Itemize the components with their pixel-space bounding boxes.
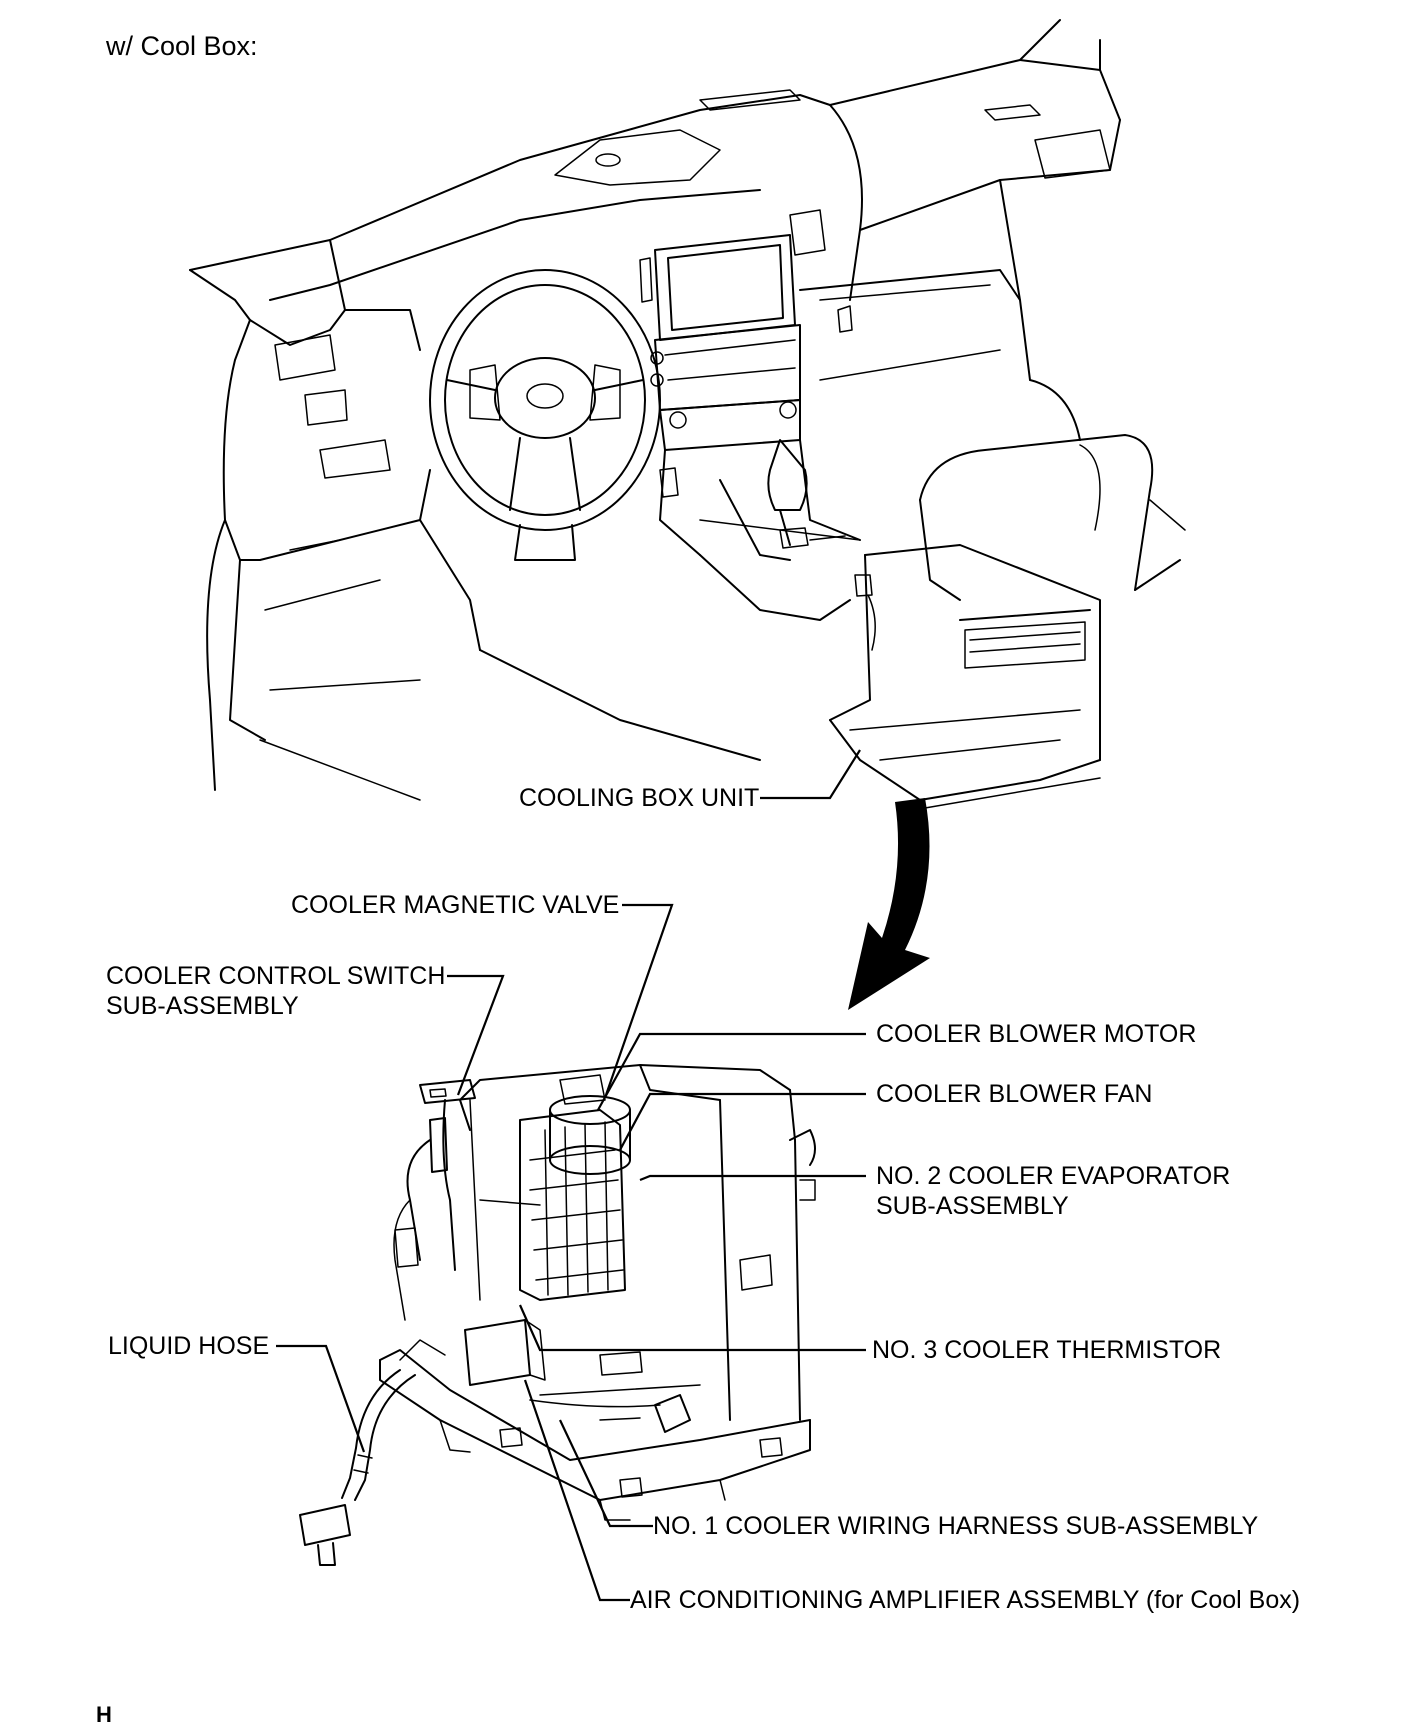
label-no1-wiring-harness: NO. 1 COOLER WIRING HARNESS SUB-ASSEMBLY (653, 1512, 1259, 1540)
leader-cooling-box-unit (760, 749, 861, 800)
leader-no1-wiring-harness (559, 1419, 653, 1528)
leader-cooler-control-switch (447, 974, 505, 1096)
label-liquid-hose: LIQUID HOSE (108, 1332, 270, 1360)
direction-arrow (848, 798, 930, 1010)
label-cooler-control-switch-line1: COOLER CONTROL SWITCH (106, 962, 446, 990)
label-no2-evaporator-line2: SUB-ASSEMBLY (876, 1192, 1069, 1220)
leader-cooler-blower-motor (597, 1032, 866, 1111)
label-no2-evaporator-line1: NO. 2 COOLER EVAPORATOR (876, 1162, 1231, 1190)
label-cooling-box-unit: COOLING BOX UNIT (519, 784, 760, 812)
page-heading: w/ Cool Box: (106, 31, 258, 61)
leader-ac-amplifier (523, 1379, 630, 1602)
label-cooler-magnetic-valve: COOLER MAGNETIC VALVE (291, 891, 620, 919)
leader-no3-thermistor (518, 1304, 866, 1352)
leader-no2-evaporator (639, 1174, 866, 1182)
leader-cooler-magnetic-valve (604, 903, 674, 1096)
label-cooler-control-switch-line2: SUB-ASSEMBLY (106, 992, 299, 1020)
label-no3-thermistor: NO. 3 COOLER THERMISTOR (872, 1336, 1222, 1364)
label-cooler-blower-fan: COOLER BLOWER FAN (876, 1080, 1153, 1108)
leader-liquid-hose (276, 1344, 366, 1453)
label-ac-amplifier: AIR CONDITIONING AMPLIFIER ASSEMBLY (for… (630, 1586, 1301, 1614)
footer-code: H (96, 1702, 112, 1727)
leader-cooler-blower-fan (619, 1092, 866, 1151)
label-cooler-blower-motor: COOLER BLOWER MOTOR (876, 1020, 1197, 1048)
